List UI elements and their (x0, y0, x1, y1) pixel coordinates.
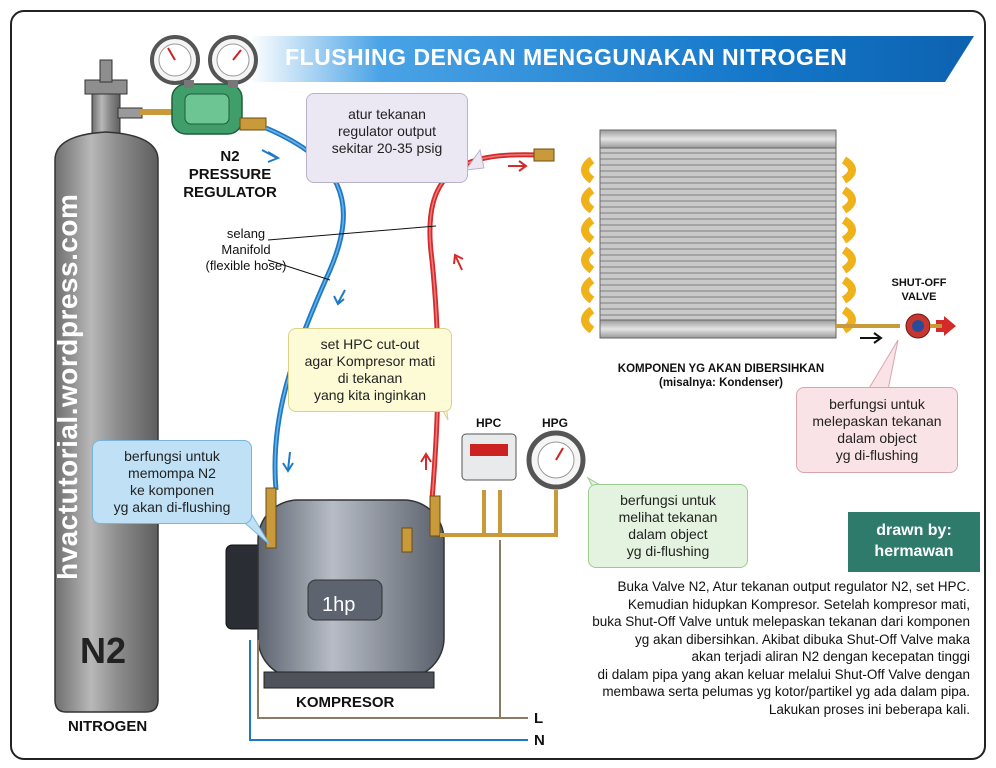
paragraph-line: akan terjadi aliran N2 dengan kecepatan … (691, 649, 970, 664)
paragraph-line: Kemudian hidupkan Kompresor. Setelah kom… (627, 596, 970, 612)
credit-box: drawn by: hermawan (848, 512, 980, 572)
hpc-note: set HPC cut-out agar Kompresor mati di t… (288, 328, 452, 412)
paragraph-line: Buka Valve N2, Atur tekanan output regul… (617, 579, 970, 594)
flow-arrows (261, 149, 956, 473)
callout-lines (267, 225, 437, 281)
paragraph-line: yg akan dibersihkan. Akibat dibuka Shut-… (635, 631, 970, 647)
pressure-regulator (140, 35, 267, 135)
hpg-gauge (526, 430, 586, 490)
page-title: FLUSHING DENGAN MENGGUNAKAN NITROGEN (285, 44, 848, 70)
title-banner (250, 36, 974, 82)
hpg-label: HPG (542, 416, 569, 430)
shutoff-valve (905, 313, 942, 339)
paragraph-line: membawa serta pelumas yg kotor/partikel … (602, 684, 970, 699)
line-n-label: N (534, 732, 545, 749)
hose-label: selang Manifold (flexible hose) (205, 226, 287, 273)
power-line-n (249, 640, 528, 741)
condenser-label: KOMPONEN YG AKAN DIBERSIHKAN (misalnya: … (617, 363, 825, 389)
compressor-hp-badge: 1hp (322, 594, 356, 616)
compressor (225, 487, 445, 689)
regulator-note: atur tekanan regulator output sekitar 20… (306, 93, 468, 183)
power-line-l (257, 640, 528, 719)
cylinder-caption: NITROGEN (68, 718, 148, 735)
description-paragraph: Buka Valve N2, Atur tekanan output regul… (500, 578, 970, 718)
compressor-label: KOMPRESOR (296, 694, 395, 711)
line-l-label: L (534, 710, 544, 727)
paragraph-line: di dalam pipa yang akan keluar melalui S… (597, 666, 970, 682)
hpc-switch (461, 433, 517, 481)
paragraph-line: Lakukan proses ini beberapa kali. (768, 701, 970, 717)
cylinder-n2-label: N2 (80, 630, 127, 671)
shutoff-label: SHUT-OFF VALVE (891, 277, 947, 303)
shutoff-note: berfungsi untuk melepaskan tekanan dalam… (796, 387, 958, 473)
nitrogen-cylinder (54, 59, 159, 713)
hpg-note: berfungsi untuk melihat tekanan dalam ob… (588, 484, 748, 568)
hpc-label: HPC (476, 416, 502, 430)
cylinder-website-text: hvactutorial.wordpress.com (52, 193, 83, 580)
regulator-label: N2 PRESSURE REGULATOR (183, 148, 277, 201)
compressor-note: berfungsi untuk memompa N2 ke komponen y… (92, 440, 252, 524)
condenser (533, 129, 900, 339)
paragraph-line: buka Shut-Off Valve untuk melepaskan tek… (592, 614, 970, 629)
